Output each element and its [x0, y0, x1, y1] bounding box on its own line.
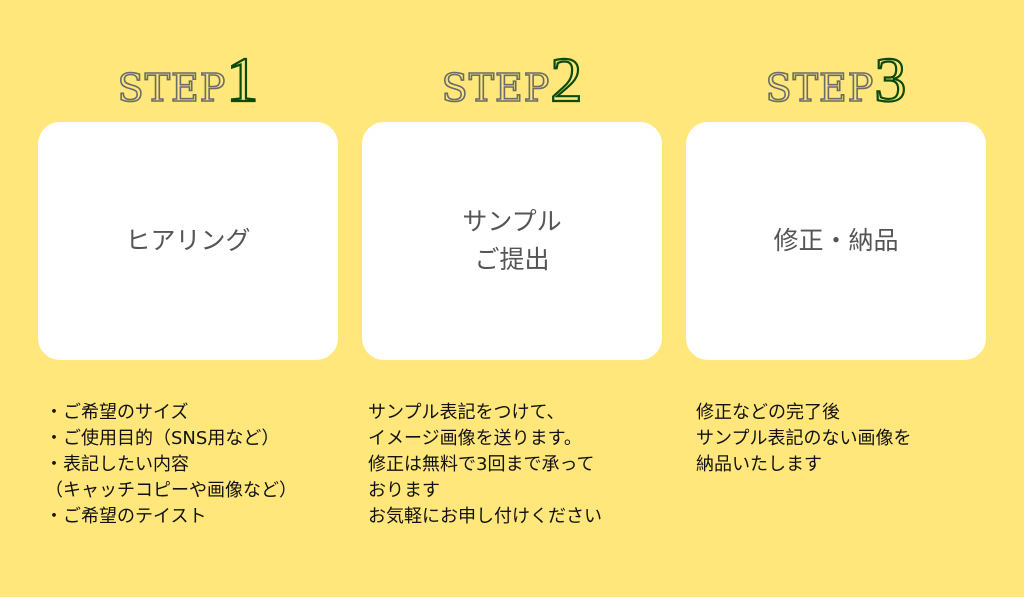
step-number: 2: [549, 44, 583, 115]
description-line: 修正などの完了後: [696, 402, 840, 423]
description-line: ・ご使用目的（SNS用など）: [45, 428, 280, 449]
description-line: サンプル表記をつけて、: [368, 402, 565, 423]
description-line: ・ご希望のテイスト: [45, 506, 207, 527]
description-line: ・ご希望のサイズ: [45, 402, 189, 423]
description-line: 納品いたします: [696, 454, 822, 475]
step-description-1: ・ご希望のサイズ・ご使用目的（SNS用など） ・表記したい内容 （キャッチコピーや画…: [45, 400, 297, 530]
description-line: ・表記したい内容: [45, 454, 189, 475]
step-description-3: 修正などの完了後サンプル表記のない画像を納品いたします: [696, 400, 911, 478]
step-card-2: サンプル ご提出: [362, 122, 662, 360]
step-title: ヒアリング: [125, 226, 251, 255]
step-heading-1: STEP1: [38, 46, 338, 112]
step-number: 1: [225, 44, 259, 115]
description-line: サンプル表記のない画像を: [696, 428, 912, 449]
step-word: STEP: [441, 65, 551, 111]
step-number: 3: [873, 44, 907, 115]
description-line: お気軽にお申し付けください: [368, 506, 602, 527]
step-word: STEP: [117, 65, 227, 111]
step-title: 修正・納品: [773, 226, 899, 255]
description-line: おります: [368, 480, 440, 501]
step-heading-3: STEP3: [686, 46, 986, 112]
step-title: サンプル ご提出: [462, 207, 562, 274]
step-card-3: 修正・納品: [686, 122, 986, 360]
step-card-1: ヒアリング: [38, 122, 338, 360]
description-line: 修正は無料で3回まで承って: [368, 454, 595, 475]
description-line: （キャッチコピーや画像など）: [45, 480, 297, 501]
step-word: STEP: [765, 65, 875, 111]
step-heading-2: STEP2: [362, 46, 662, 112]
description-line: イメージ画像を送ります。: [368, 428, 582, 449]
step-description-2: サンプル表記をつけて、イメージ画像を送ります。修正は無料で3回まで承っております…: [368, 400, 602, 530]
